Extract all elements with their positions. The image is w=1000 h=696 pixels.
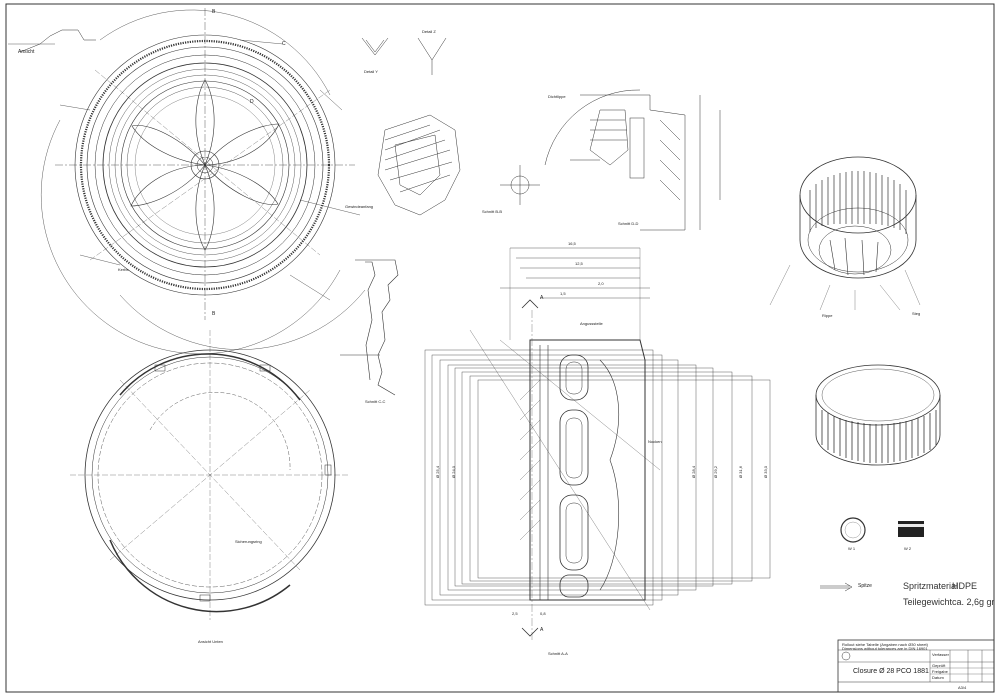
arrow-label: Spitze xyxy=(858,583,872,589)
marker-c: C xyxy=(282,41,286,47)
title-sheet: A3/4 xyxy=(958,685,967,690)
callout-steg: Steg xyxy=(912,311,921,316)
title-remarks-2: Dimensions without tolerances are in DIN… xyxy=(842,646,928,651)
label-detail-z: Detail Z xyxy=(422,29,436,34)
title-row-4: Datum xyxy=(932,675,944,680)
marker-b-top: B xyxy=(212,9,216,15)
dim-w1: 2,5 xyxy=(512,611,518,616)
title-remarks-1: Rollout siehe Tabelle (Angaben nach Ø30 … xyxy=(842,642,928,647)
label-top-view: Ansicht xyxy=(18,49,35,55)
title-block xyxy=(837,639,995,693)
title-row-2: Geprüft xyxy=(932,663,946,668)
dim-h3: 1,5 xyxy=(560,291,566,296)
title-row-3: Freigabe xyxy=(932,669,948,674)
iso-view-lower xyxy=(815,364,941,466)
marker-a-bottom: A xyxy=(540,627,544,633)
dim-h1: 16,5 xyxy=(568,241,576,246)
iso-view-upper xyxy=(769,156,921,311)
section-detail-center xyxy=(377,114,540,216)
top-view-leaders xyxy=(8,39,361,301)
marker-a-top: A xyxy=(540,295,544,301)
marker-d: D xyxy=(250,99,254,105)
material-value: HDPE xyxy=(952,581,978,591)
callout-sicherung: Sicherungsring xyxy=(235,539,262,544)
top-view-drawing xyxy=(41,8,366,354)
callout-rippe: Rippe xyxy=(822,313,833,318)
dim-d6: Ø 24,0 xyxy=(451,465,457,479)
swatch-label-2: W 2 xyxy=(904,546,912,551)
spitze-arrow xyxy=(820,582,853,592)
weight-value: ca. 2,6g gr xyxy=(952,597,995,607)
dim-d5: Ø 25,4 xyxy=(435,465,441,479)
label-section-bb: Schnitt B-B xyxy=(482,209,503,214)
swatch-label-1: W 1 xyxy=(848,546,856,551)
material-label: Spritzmaterial xyxy=(903,581,959,591)
label-bottom-view: Ansicht Unten xyxy=(198,639,223,644)
dim-d2: Ø 31,6 xyxy=(738,465,744,479)
dim-d4: Ø 28,4 xyxy=(691,465,697,479)
weight-label: Teilegewicht xyxy=(903,597,953,607)
label-section-dd: Schnitt D-D xyxy=(618,221,639,226)
callout-dichtlippe: Dichtlippe xyxy=(548,94,566,99)
label-section-cc: Schnitt C-C xyxy=(365,399,386,404)
section-detail-right xyxy=(544,89,721,231)
dim-h2: 12,5 xyxy=(575,261,583,266)
dim-d3: Ø 29,2 xyxy=(713,465,719,479)
dim-w2: 0,8 xyxy=(540,611,546,616)
label-section-aa: Schnitt A-A xyxy=(548,651,568,656)
profile-detail-left xyxy=(340,259,399,396)
main-cross-section xyxy=(424,247,771,640)
title-row-1: Verfasser xyxy=(932,652,949,657)
dim-d1: Ø 33,0 xyxy=(763,465,769,479)
marker-b-bottom: B xyxy=(212,311,216,317)
callout-kerbe: Kerbe xyxy=(118,267,129,272)
callout-nocken: Nocken xyxy=(648,439,662,444)
dim-h4: 2,0 xyxy=(598,281,604,286)
sheet-border xyxy=(5,3,995,693)
callout-angussstelle: Angussstelle xyxy=(580,321,603,326)
title-part-name: Closure Ø 28 PCO 1881 xyxy=(853,668,929,675)
detail-views-top xyxy=(19,29,447,75)
label-detail-y: Detail Y xyxy=(364,69,378,74)
callout-gewinde: Gewindeanfang xyxy=(345,204,374,209)
swatches xyxy=(840,517,924,543)
bottom-view-drawing xyxy=(70,330,350,620)
